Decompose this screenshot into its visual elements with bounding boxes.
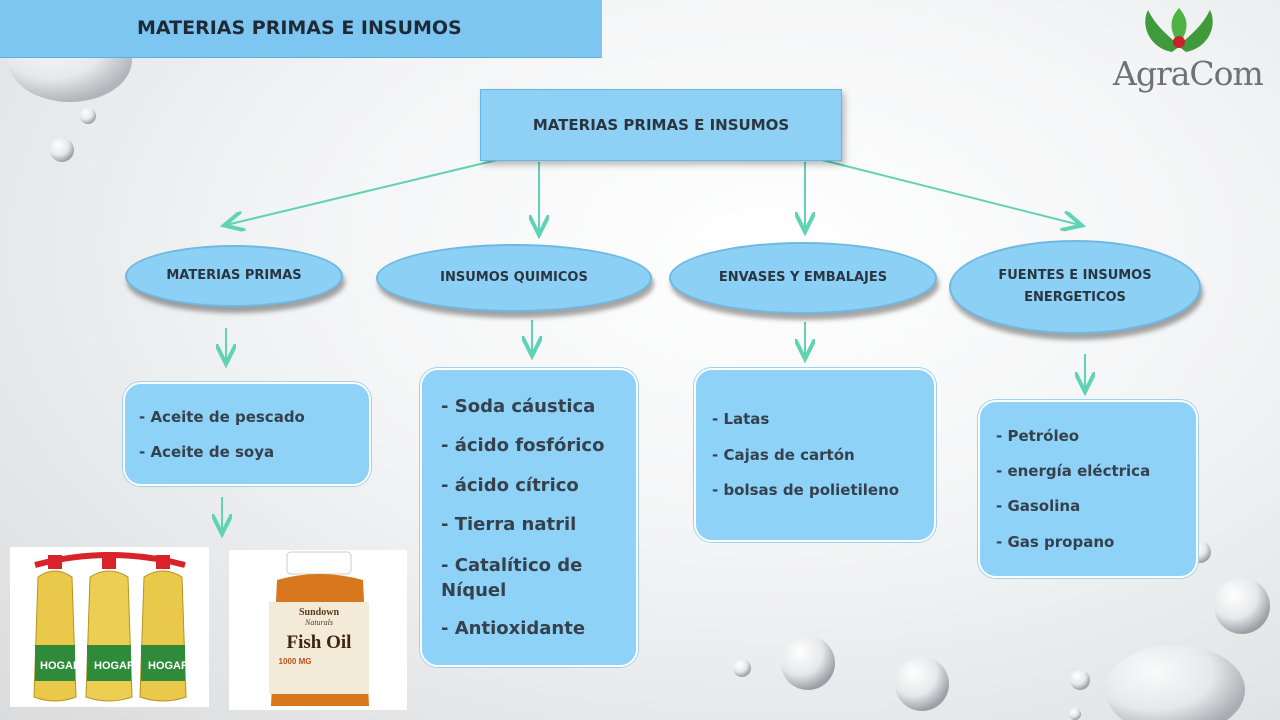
- category-label: INSUMOS QUIMICOS: [440, 270, 588, 285]
- list-item: - Petróleo: [996, 427, 1080, 445]
- logo-text: AgraCom: [1113, 54, 1264, 93]
- root-node: MATERIAS PRIMAS E INSUMOS: [480, 89, 842, 161]
- list-item: - Catalítico de Níquel: [441, 555, 583, 601]
- list-item: - Gas propano: [996, 533, 1115, 551]
- list-item: - Gasolina: [996, 497, 1081, 515]
- product-name-text: Fish Oil: [287, 632, 352, 653]
- list-item: - Latas: [712, 410, 770, 428]
- list-item: - Cajas de cartón: [712, 446, 855, 464]
- fish-oil-image: Sundown Naturals Fish Oil 1000 MG: [229, 550, 407, 710]
- list-insumos-quimicos: - Soda cáustica - ácido fosfórico - ácid…: [420, 368, 638, 667]
- agracom-logo-icon: [1145, 8, 1213, 52]
- root-node-label: MATERIAS PRIMAS E INSUMOS: [532, 116, 790, 134]
- category-insumos-quimicos: INSUMOS QUIMICOS: [376, 244, 652, 312]
- category-envases-embalajes: ENVASES Y EMBALAJES: [669, 242, 937, 314]
- list-envases-embalajes: - Latas - Cajas de cartón - bolsas de po…: [694, 368, 936, 542]
- bottle-label: HOGAR: [94, 660, 135, 672]
- category-materias-primas: MATERIAS PRIMAS: [125, 245, 343, 307]
- bottle-label: HOGAR: [40, 660, 81, 672]
- list-item: - ácido fosfórico: [441, 435, 605, 456]
- page-title: MATERIAS PRIMAS E INSUMOS: [137, 17, 462, 39]
- category-fuentes-energeticos: FUENTES E INSUMOS ENERGETICOS: [949, 240, 1201, 334]
- list-item: - energía eléctrica: [996, 462, 1151, 480]
- list-item: - Soda cáustica: [441, 396, 596, 417]
- list-item: - Tierra natril: [441, 514, 577, 535]
- list-item: - Antioxidante: [441, 618, 586, 639]
- list-item: - Aceite de soya: [139, 443, 275, 461]
- category-label: FUENTES E INSUMOS ENERGETICOS: [998, 268, 1152, 305]
- title-bar: MATERIAS PRIMAS E INSUMOS: [0, 0, 602, 58]
- list-item: - Aceite de pescado: [139, 408, 305, 426]
- list-item: - bolsas de polietileno: [712, 481, 900, 499]
- oil-bottles-image: HOGAR HOGAR HOGAR: [10, 547, 209, 707]
- dose-text: 1000 MG: [279, 657, 312, 666]
- category-label: ENVASES Y EMBALAJES: [718, 270, 888, 285]
- brand-sub-text: Naturals: [304, 618, 333, 627]
- brand-text: Sundown: [299, 607, 339, 618]
- fish-oil-bottle-icon: Sundown Naturals Fish Oil 1000 MG: [269, 551, 369, 706]
- list-fuentes-energeticos: - Petróleo - energía eléctrica - Gasolin…: [978, 400, 1198, 578]
- list-materias-primas: - Aceite de pescado - Aceite de soya: [123, 382, 371, 486]
- list-item: - ácido cítrico: [441, 475, 579, 496]
- bottle-label: HOGAR: [148, 660, 189, 672]
- category-label: MATERIAS PRIMAS: [166, 268, 302, 283]
- oil-bottles-icon: HOGAR HOGAR HOGAR: [33, 552, 189, 702]
